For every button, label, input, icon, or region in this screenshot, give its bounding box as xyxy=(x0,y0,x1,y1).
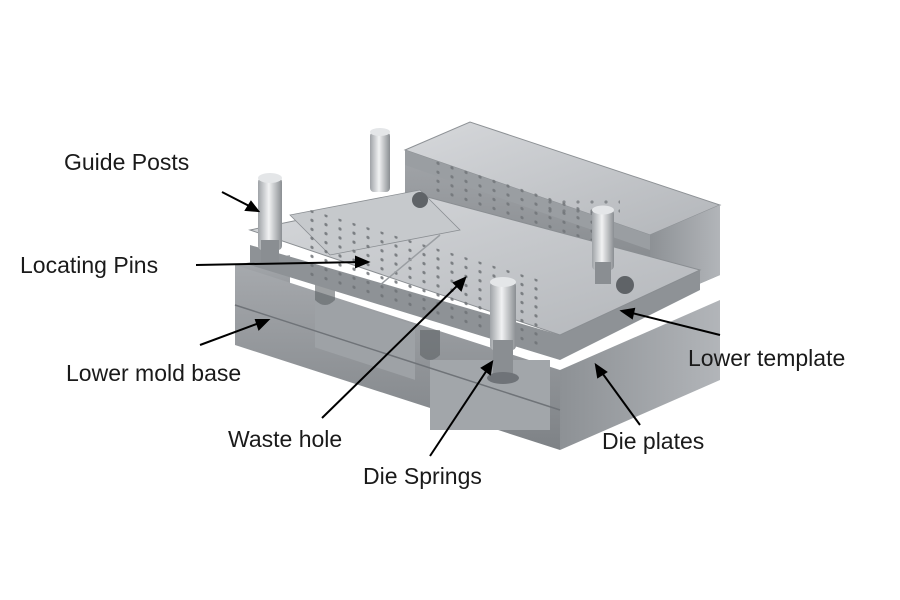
guide-post-right xyxy=(592,205,614,284)
lower-template xyxy=(248,189,702,360)
guide-post-rear-left xyxy=(370,128,390,192)
label-die-springs: Die Springs xyxy=(363,463,482,489)
label-waste-hole: Waste hole xyxy=(228,426,343,452)
label-guide-posts: Guide Posts xyxy=(64,149,190,175)
guide-post-front-left xyxy=(258,173,282,262)
leader-lines xyxy=(195,191,721,457)
label-lower-mold-base: Lower mold base xyxy=(66,360,242,386)
label-die-plates: Die plates xyxy=(602,428,705,454)
label-lower-template: Lower template xyxy=(688,345,846,371)
guide-post-front xyxy=(487,277,519,384)
label-locating-pins: Locating Pins xyxy=(20,252,159,278)
lower-mold-base xyxy=(234,255,720,450)
